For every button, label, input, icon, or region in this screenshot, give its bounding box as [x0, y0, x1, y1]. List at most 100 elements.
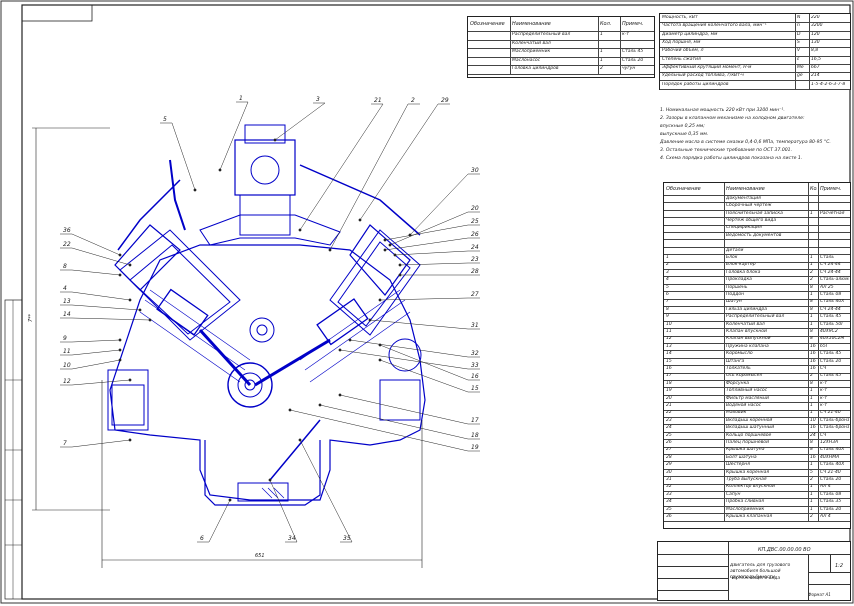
table-row-divider: [660, 72, 850, 74]
table-cell: Сталь 45: [622, 49, 644, 55]
table-row-divider: [660, 30, 850, 32]
table-row-divider: [664, 283, 850, 285]
table-row-divider: [664, 365, 850, 367]
table-cell: Форсунка: [726, 380, 750, 386]
callout-dot-10: [118, 358, 122, 362]
table-cell: 21: [666, 402, 672, 408]
table-cell: 24: [810, 432, 816, 438]
table-cell: 8: [810, 380, 813, 386]
table-cell: 1: [600, 32, 603, 38]
table-cell: 31: [666, 476, 672, 482]
table-cell: 40Х9С2: [820, 328, 838, 334]
table-cell: Сталь 40Х: [820, 299, 845, 305]
table-cell: 10: [810, 417, 816, 423]
table-cell: 35: [666, 506, 672, 512]
table-cell: 8: [810, 284, 813, 290]
table-cell: Водяной насос: [726, 402, 762, 408]
table-row-divider: [468, 56, 654, 58]
table-cell: Штанга: [726, 358, 745, 364]
table-row-divider: [664, 357, 850, 359]
table-cell: 5: [810, 469, 813, 475]
table-cell: 30: [666, 469, 672, 475]
table-cell: Спецификация: [726, 225, 762, 231]
table-row-divider: [664, 350, 850, 352]
table-header-cell: Примеч.: [622, 21, 644, 27]
table-row-divider: [660, 47, 850, 49]
callout-leader-18: [319, 404, 469, 440]
title-block-line: [658, 554, 850, 555]
table-cell: Крышка клапанная: [726, 513, 773, 519]
table-cell: Сталь 20: [820, 358, 842, 364]
table-cell: Коллектор впускной: [726, 484, 775, 490]
table-cell: 16: [666, 365, 672, 371]
table-cell: Коромысло: [726, 351, 753, 357]
table-row-divider: [664, 372, 850, 374]
doc-code: КП.ДВС.00.00.00 ВО: [758, 547, 811, 553]
table-cell: 1: [810, 210, 813, 216]
table-cell: 23: [666, 417, 672, 423]
callout-label-4: 4: [63, 285, 67, 292]
table-cell: 12: [666, 336, 672, 342]
callout-leader-32: [349, 339, 469, 358]
table-cell: Шестерня: [726, 462, 750, 468]
table-cell: 36: [666, 513, 672, 519]
callout-dot-24: [393, 253, 397, 257]
table-cell: 1: [810, 410, 813, 416]
table-cell: Вкладыш коренной: [726, 417, 773, 423]
table-cell: Поршень: [726, 284, 748, 290]
table-cell: 15: [666, 358, 672, 364]
table-row-divider: [664, 320, 850, 322]
table-row-divider: [664, 335, 850, 337]
table-row-divider: [468, 73, 654, 75]
table-row-divider: [660, 80, 850, 82]
table-cell: Сапун: [726, 491, 741, 497]
table-cell: к-т: [820, 402, 827, 408]
table-cell: Сталь 08: [820, 291, 842, 297]
callout-leader-13: [71, 304, 141, 311]
table-cell: 1: [810, 395, 813, 401]
table-row-divider: [664, 491, 850, 492]
table-row-divider: [664, 291, 850, 293]
callout-label-8: 8: [63, 263, 67, 270]
table-cell: Прокладка: [726, 277, 752, 283]
callout-dot-28: [398, 273, 402, 277]
callout-dot-26: [383, 248, 387, 252]
callout-leader-7: [71, 439, 131, 448]
callout-dot-36: [118, 253, 122, 257]
callout-dot-31: [368, 318, 372, 322]
callout-dot-6: [228, 498, 232, 502]
callout-label-36: 36: [63, 227, 71, 234]
table-row-divider: [468, 48, 654, 49]
callout-leader-34: [269, 479, 298, 543]
table-cell: Рабочий объём, л: [662, 48, 704, 54]
callout-leader-5: [171, 122, 196, 191]
table-cell: Сталь 45: [820, 314, 842, 320]
callout-leader-26: [384, 237, 469, 251]
table-cell: к-т: [820, 380, 827, 386]
table-cell: 1: [600, 49, 603, 55]
table-col-divider: [809, 14, 810, 89]
table-cell: 1: [600, 57, 603, 63]
table-cell: 2: [810, 277, 813, 283]
callout-label-33: 33: [471, 362, 479, 369]
callout-leader-11: [71, 349, 121, 356]
callout-dot-22: [128, 263, 132, 267]
table-cell: 65Г: [820, 343, 829, 349]
table-cell: Детали: [726, 247, 744, 253]
table-cell: СЧ 24-44: [820, 262, 841, 268]
table-col-divider: [795, 14, 796, 89]
table-cell: 17: [666, 373, 672, 379]
table-cell: АЛ 4: [820, 513, 831, 519]
callout-dot-27: [378, 298, 382, 302]
table-cell: Фильтр масляный: [726, 395, 769, 401]
callout-label-20: 20: [471, 205, 479, 212]
table-cell: 120: [811, 31, 820, 37]
table-cell: 220: [811, 15, 820, 21]
note-line: впускные 0,25 мм;: [660, 124, 705, 129]
table-row-divider: [664, 328, 850, 330]
table-cell: к-т: [622, 32, 629, 38]
table-cell: Болт шатуна: [726, 454, 757, 460]
table-cell: СЧ 24-44: [820, 306, 841, 312]
table-cell: Me: [797, 64, 804, 70]
